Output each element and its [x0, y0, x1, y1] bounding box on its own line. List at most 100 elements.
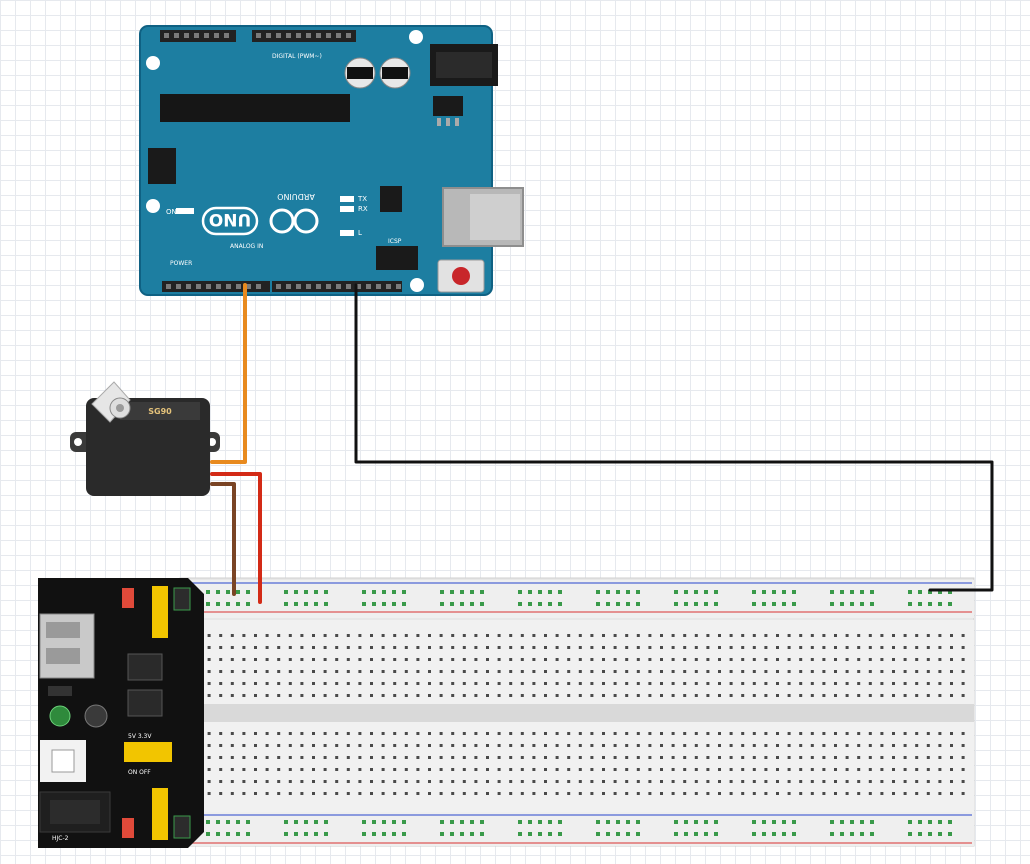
- terminal-hole: [219, 792, 223, 795]
- terminal-hole: [416, 732, 420, 735]
- terminal-hole: [915, 744, 919, 747]
- rail-hole: [470, 820, 474, 824]
- terminal-hole: [509, 792, 513, 795]
- terminal-hole: [892, 658, 895, 661]
- header-pin: [306, 33, 311, 38]
- terminal-hole: [462, 744, 466, 747]
- terminal-hole: [880, 732, 884, 735]
- terminal-hole: [312, 658, 315, 661]
- terminal-hole: [254, 682, 257, 685]
- rail-hole: [402, 820, 406, 824]
- terminal-hole: [497, 744, 501, 747]
- rail-hole: [558, 820, 562, 824]
- terminal-hole: [602, 670, 605, 673]
- terminal-hole: [312, 792, 315, 795]
- terminal-hole: [381, 658, 385, 661]
- terminal-hole: [300, 682, 304, 685]
- terminal-hole: [254, 756, 257, 759]
- terminal-hole: [892, 646, 895, 649]
- jumper-top: [152, 586, 168, 638]
- terminal-hole: [810, 792, 814, 795]
- terminal-hole: [752, 792, 756, 795]
- arduino-brand-text: ARDUINO: [277, 192, 315, 201]
- terminal-hole: [439, 744, 443, 747]
- terminal-hole: [486, 670, 489, 673]
- terminal-hole: [312, 646, 315, 649]
- terminal-hole: [857, 744, 861, 747]
- terminal-hole: [462, 658, 466, 661]
- terminal-hole: [474, 756, 478, 759]
- terminal-hole: [265, 646, 269, 649]
- terminal-hole: [335, 694, 339, 697]
- terminal-hole: [764, 646, 768, 649]
- terminal-hole: [219, 744, 223, 747]
- terminal-hole: [381, 682, 385, 685]
- power-header-label: POWER: [170, 260, 192, 267]
- terminal-hole: [915, 792, 919, 795]
- terminal-hole: [486, 756, 489, 759]
- rail-hole: [704, 820, 708, 824]
- terminal-hole: [636, 634, 640, 637]
- terminal-hole: [590, 694, 594, 697]
- terminal-hole: [834, 670, 837, 673]
- terminal-hole: [799, 792, 803, 795]
- terminal-hole: [868, 732, 872, 735]
- rail-hole: [362, 590, 366, 594]
- rail-hole: [236, 820, 240, 824]
- terminal-hole: [718, 732, 721, 735]
- terminal-hole: [857, 670, 861, 673]
- terminal-hole: [636, 768, 640, 771]
- terminal-hole: [706, 646, 710, 649]
- terminal-hole: [370, 670, 373, 673]
- terminal-hole: [845, 658, 849, 661]
- rail-hole: [284, 832, 288, 836]
- terminal-hole: [288, 732, 292, 735]
- rail-hole: [372, 832, 376, 836]
- terminal-hole: [578, 732, 582, 735]
- rail-hole: [206, 832, 210, 836]
- terminal-hole: [834, 756, 837, 759]
- terminal-hole: [300, 780, 304, 783]
- terminal-hole: [915, 646, 919, 649]
- terminal-hole: [486, 768, 489, 771]
- terminal-hole: [787, 682, 791, 685]
- terminal-hole: [277, 670, 281, 673]
- terminal-hole: [486, 792, 489, 795]
- terminal-hole: [660, 694, 663, 697]
- rail-hole: [684, 832, 688, 836]
- terminal-hole: [880, 780, 884, 783]
- rail-hole: [372, 602, 376, 606]
- terminal-hole: [741, 744, 745, 747]
- terminal-hole: [335, 634, 339, 637]
- rail-hole: [860, 832, 864, 836]
- terminal-hole: [752, 694, 756, 697]
- rail-hole: [616, 832, 620, 836]
- terminal-hole: [230, 634, 234, 637]
- terminal-hole: [880, 682, 884, 685]
- terminal-hole: [903, 732, 907, 735]
- rail-hole: [382, 602, 386, 606]
- tx-label: TX: [357, 195, 367, 203]
- terminal-hole: [370, 682, 373, 685]
- terminal-hole: [346, 670, 350, 673]
- terminal-hole: [880, 646, 884, 649]
- terminal-hole: [207, 634, 211, 637]
- terminal-hole: [683, 768, 687, 771]
- terminal-hole: [404, 732, 408, 735]
- terminal-hole: [578, 634, 582, 637]
- terminal-hole: [613, 682, 617, 685]
- terminal-hole: [242, 744, 246, 747]
- terminal-hole: [590, 634, 594, 637]
- terminal-hole: [834, 682, 837, 685]
- terminal-hole: [706, 670, 710, 673]
- terminal-hole: [404, 694, 408, 697]
- terminal-hole: [648, 658, 652, 661]
- terminal-hole: [810, 670, 814, 673]
- terminal-hole: [242, 658, 246, 661]
- terminal-hole: [230, 792, 234, 795]
- header-pin: [346, 284, 351, 289]
- terminal-hole: [532, 744, 536, 747]
- rail-hole: [782, 590, 786, 594]
- terminal-hole: [393, 780, 397, 783]
- terminal-hole: [752, 670, 756, 673]
